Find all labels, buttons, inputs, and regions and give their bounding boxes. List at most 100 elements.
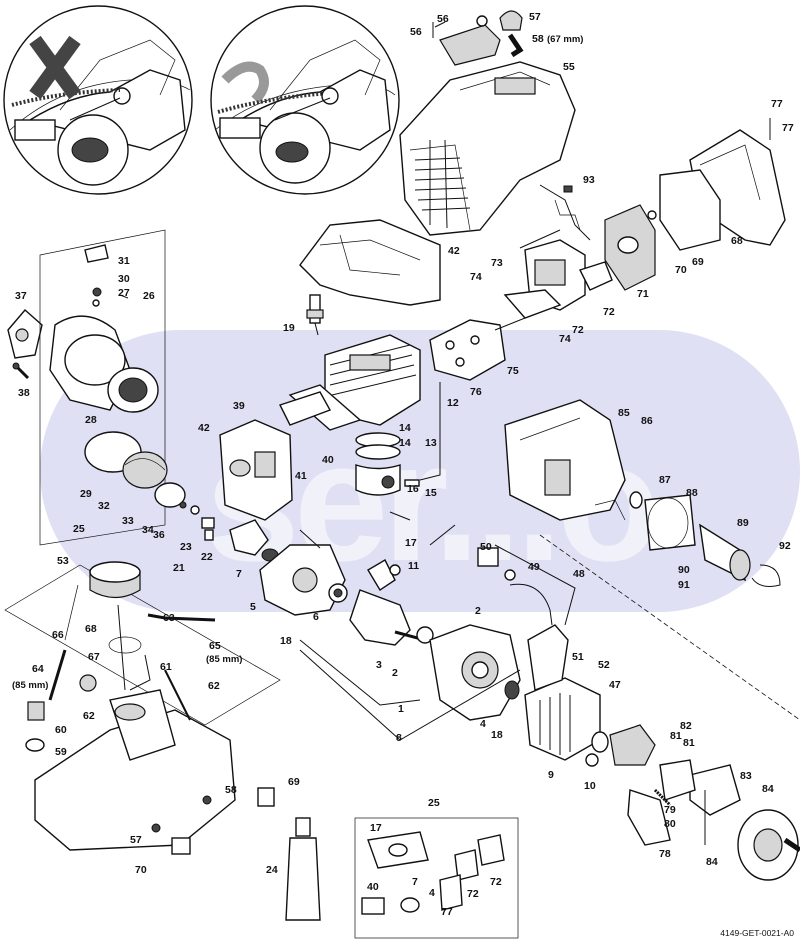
muffler-39 <box>219 391 332 521</box>
label-72-a: 71 <box>637 288 649 300</box>
label-26: 26 <box>143 290 155 302</box>
label-21: 22 <box>201 551 213 563</box>
gasket-set-24 <box>354 817 519 939</box>
label-10: 10 <box>584 780 596 792</box>
label-36: 36 <box>153 529 165 541</box>
label-82: 81 <box>683 737 695 749</box>
fuel-tank-assembly-55 <box>4 561 281 855</box>
label-19: 19 <box>283 322 295 334</box>
label-39: 39 <box>233 400 245 412</box>
label-58: 60 <box>55 724 67 736</box>
label-54: 52 <box>598 659 610 671</box>
engine-cover-43 <box>399 61 576 236</box>
label-14-b: 14 <box>399 437 411 449</box>
label-33: 33 <box>122 515 134 527</box>
clutch-drum-90-91 <box>629 491 751 582</box>
label-43: 55 <box>563 61 575 73</box>
label-85: 84 <box>762 783 774 795</box>
label-20: 21 <box>173 562 185 574</box>
label-63: 65 <box>209 640 221 652</box>
label-72-c: 72 <box>467 888 479 900</box>
label-68-b: 70 <box>135 864 147 876</box>
label-72-d: 72 <box>490 876 502 888</box>
label-4: 4 <box>480 718 486 730</box>
label-62: 64 <box>32 663 44 675</box>
detail-circle-incorrect <box>3 5 193 195</box>
label-7-b: 7 <box>412 876 418 888</box>
label-55: 53 <box>57 555 69 567</box>
housing-48 <box>299 219 441 306</box>
label-84-b: 83 <box>740 770 752 782</box>
label-7: 7 <box>236 568 242 580</box>
flywheel-49 <box>524 677 609 761</box>
label-56-a: 58 <box>225 784 237 796</box>
label-52: 50 <box>480 541 492 553</box>
label-18-a: 18 <box>280 635 292 647</box>
label-5: 5 <box>250 601 256 613</box>
label-16: 16 <box>407 483 419 495</box>
ignition-module-50 <box>477 547 569 691</box>
label-89: 87 <box>659 474 671 486</box>
label-87: 85 <box>618 407 630 419</box>
clutch-assembly-80-86 <box>585 724 800 881</box>
cross-icon <box>29 35 81 100</box>
label-90: 88 <box>686 487 698 499</box>
crankcase-half-5 <box>259 544 348 616</box>
label-15: 15 <box>425 487 437 499</box>
label-41: 41 <box>295 470 307 482</box>
label-77-b: 77 <box>441 906 453 918</box>
label-65: 66 <box>52 629 64 641</box>
label-93: 91 <box>678 579 690 591</box>
label-67: 68 <box>85 623 97 635</box>
label-34: 34 <box>142 524 154 536</box>
cap-assembly-44-47 <box>439 10 524 66</box>
label-17-b: 17 <box>370 822 382 834</box>
label-77-a: 76 <box>470 386 482 398</box>
label-37: 37 <box>15 290 27 302</box>
label-53: 51 <box>572 651 584 663</box>
label-24: 25 <box>428 797 440 809</box>
label-12: 12 <box>447 397 459 409</box>
label-6: 6 <box>313 611 319 623</box>
label-50: 48 <box>573 568 585 580</box>
label-32: 32 <box>98 500 110 512</box>
air-filter-assembly-69-72 <box>604 129 786 291</box>
label-22: 23 <box>180 541 192 553</box>
label-51: 49 <box>528 561 540 573</box>
leader-lines <box>119 21 800 845</box>
label-42: 42 <box>198 422 210 434</box>
label-84-a: 82 <box>680 720 692 732</box>
label-28: 28 <box>85 414 97 426</box>
label-59: 61 <box>160 661 172 673</box>
label-40-a: 40 <box>322 454 334 466</box>
small-parts-20-22 <box>201 517 279 562</box>
label-73: 72 <box>603 306 615 318</box>
annotation-63-length: (85 mm) <box>206 654 242 665</box>
label-13: 13 <box>425 437 437 449</box>
screw-38 <box>12 362 30 380</box>
label-91: 89 <box>737 517 749 529</box>
label-8: 8 <box>396 732 402 744</box>
label-18-b: 18 <box>491 729 503 741</box>
clip-94 <box>751 564 781 587</box>
label-70: 69 <box>692 256 704 268</box>
label-47: 58 <box>532 33 544 45</box>
label-79: 77 <box>782 122 794 134</box>
annotation-47-length: (67 mm) <box>547 34 583 45</box>
label-78: 77 <box>771 98 783 110</box>
label-83: 81 <box>670 730 682 742</box>
label-61: 63 <box>163 612 175 624</box>
label-81-a: 79 <box>664 804 676 816</box>
label-80: 78 <box>659 848 671 860</box>
label-14-a: 14 <box>399 422 411 434</box>
intake-manifold-76 <box>429 289 562 381</box>
label-45: 56 <box>437 13 449 25</box>
label-44: 56 <box>410 26 422 38</box>
label-40-b: 40 <box>367 881 379 893</box>
part-number-labels: 56 57 56 58 (67 mm) 55 77 77 93 68 69 70… <box>12 11 794 918</box>
crankcase-1 <box>429 624 521 721</box>
document-code: 4149-GET-0021-A0 <box>720 928 794 938</box>
fan-housing-87 <box>504 399 626 521</box>
crankshaft-11 <box>349 559 434 646</box>
